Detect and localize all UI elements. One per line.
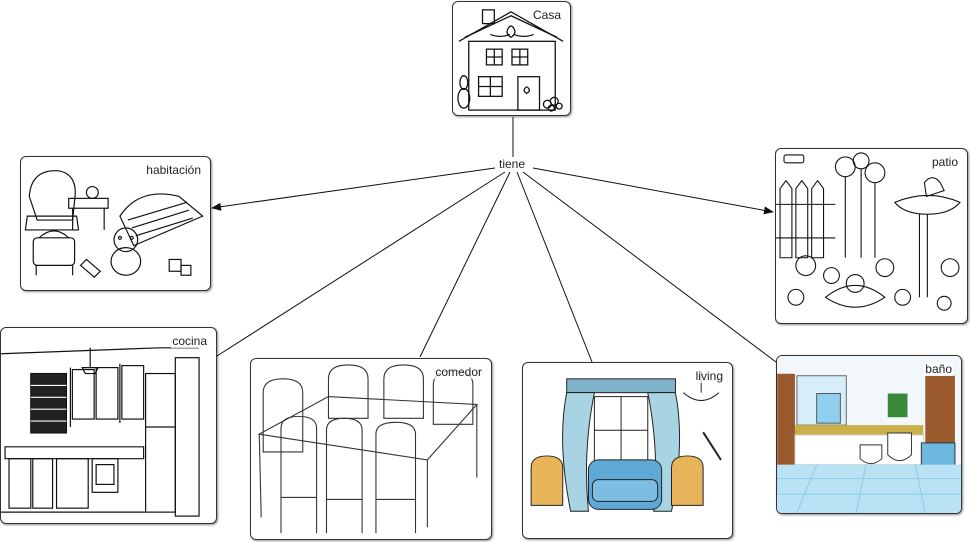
edge-tiene-living xyxy=(516,171,593,363)
living-room-icon xyxy=(530,370,722,512)
node-cocina[interactable]: cocina xyxy=(0,327,217,524)
node-label-patio: patio xyxy=(930,155,959,169)
edge-tiene-comedor xyxy=(419,171,511,358)
edge-tiene-habitacion xyxy=(211,167,496,211)
bathroom-icon xyxy=(777,356,961,513)
node-label-bano: baño xyxy=(924,362,953,376)
garden-icon xyxy=(776,152,961,311)
dining-table-icon xyxy=(257,364,478,534)
node-label-comedor: comedor xyxy=(434,365,483,379)
linking-phrase: tiene xyxy=(497,157,528,171)
bedroom-icon xyxy=(24,170,204,278)
node-label-cocina: cocina xyxy=(171,334,208,348)
node-bano[interactable]: baño xyxy=(776,355,962,514)
node-label-habitacion: habitación xyxy=(145,163,202,177)
edge-tiene-cocina xyxy=(216,171,506,357)
edge-tiene-bano xyxy=(522,171,777,363)
node-living[interactable]: living xyxy=(522,362,733,539)
node-patio[interactable]: patio xyxy=(775,148,968,324)
node-comedor[interactable]: comedor xyxy=(250,358,492,540)
node-label-living: living xyxy=(694,369,724,383)
node-habitacion[interactable]: habitación xyxy=(20,156,211,291)
node-label-casa: Casa xyxy=(531,8,562,22)
house-icon xyxy=(457,9,564,112)
node-casa[interactable]: Casa xyxy=(452,1,571,116)
edge-tiene-patio xyxy=(532,167,774,215)
kitchen-icon xyxy=(1,347,200,517)
